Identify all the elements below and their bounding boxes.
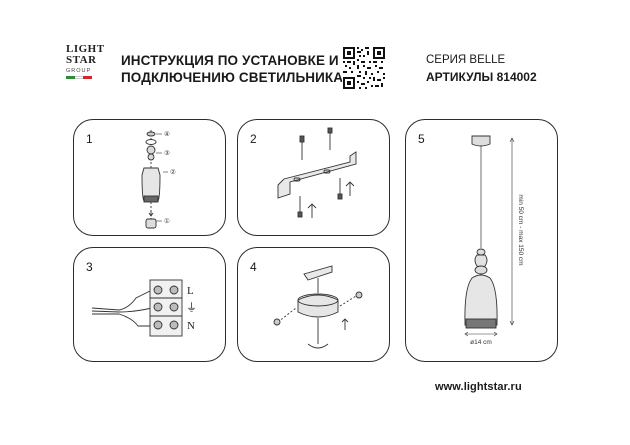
assembled-luminaire-diagram: min 50 cm - max 150 cm ø14 cm — [464, 135, 524, 346]
step-number: 2 — [250, 132, 257, 146]
terminal-neutral-label: N — [187, 320, 195, 332]
logo-text-line3: GROUP — [66, 68, 92, 74]
terminal-ground-label: ⏚ — [186, 301, 197, 314]
step-4-panel: 4 — [237, 247, 390, 362]
step-5-panel: 5 min 50 cm - max 150 cm ø14 cm — [405, 119, 558, 362]
terminal-live-label: L — [187, 285, 194, 297]
callout-3: ③ — [164, 149, 170, 157]
diameter-dimension-label: ø14 cm — [470, 339, 492, 346]
wiring-terminal-diagram: L ⏚ N — [91, 279, 197, 337]
step-number: 3 — [86, 260, 93, 274]
step-3-panel: 3 L ⏚ N — [73, 247, 226, 362]
article-numbers: АРТИКУЛЫ 814002 — [426, 70, 537, 84]
logo-text-line2: STAR — [66, 54, 97, 66]
step-2-panel: 2 — [237, 119, 390, 236]
step-1-panel: 1 ④ ③ ② ① — [73, 119, 226, 236]
title-line-2: ПОДКЛЮЧЕНИЮ СВЕТИЛЬНИКА — [121, 70, 344, 85]
series-name: СЕРИЯ BELLE — [426, 54, 506, 66]
qr-code — [342, 46, 386, 90]
height-dimension-label: min 50 cm - max 150 cm — [517, 194, 524, 265]
callout-4: ④ — [164, 130, 170, 138]
bracket-mounting-diagram — [277, 127, 357, 218]
step-number: 5 — [418, 132, 425, 146]
step-number: 1 — [86, 132, 93, 146]
brand-logo: LIGHT STAR GROUP — [66, 44, 108, 100]
canopy-fixing-diagram — [273, 265, 363, 349]
website-link[interactable]: www.lightstar.ru — [435, 381, 522, 393]
instruction-title: ИНСТРУКЦИЯ ПО УСТАНОВКЕ И ПОДКЛЮЧЕНИЮ СВ… — [121, 52, 343, 86]
callout-2: ② — [170, 168, 176, 176]
callout-1: ① — [164, 217, 170, 225]
product-series-block: СЕРИЯ BELLE АРТИКУЛЫ 814002 — [426, 52, 537, 86]
italian-flag-stripe — [66, 76, 93, 79]
title-line-1: ИНСТРУКЦИЯ ПО УСТАНОВКЕ И — [121, 53, 339, 68]
logo-text-line1: LIGHT — [66, 43, 105, 55]
step-number: 4 — [250, 260, 257, 274]
exploded-parts-diagram: ④ ③ ② ① — [141, 130, 176, 229]
